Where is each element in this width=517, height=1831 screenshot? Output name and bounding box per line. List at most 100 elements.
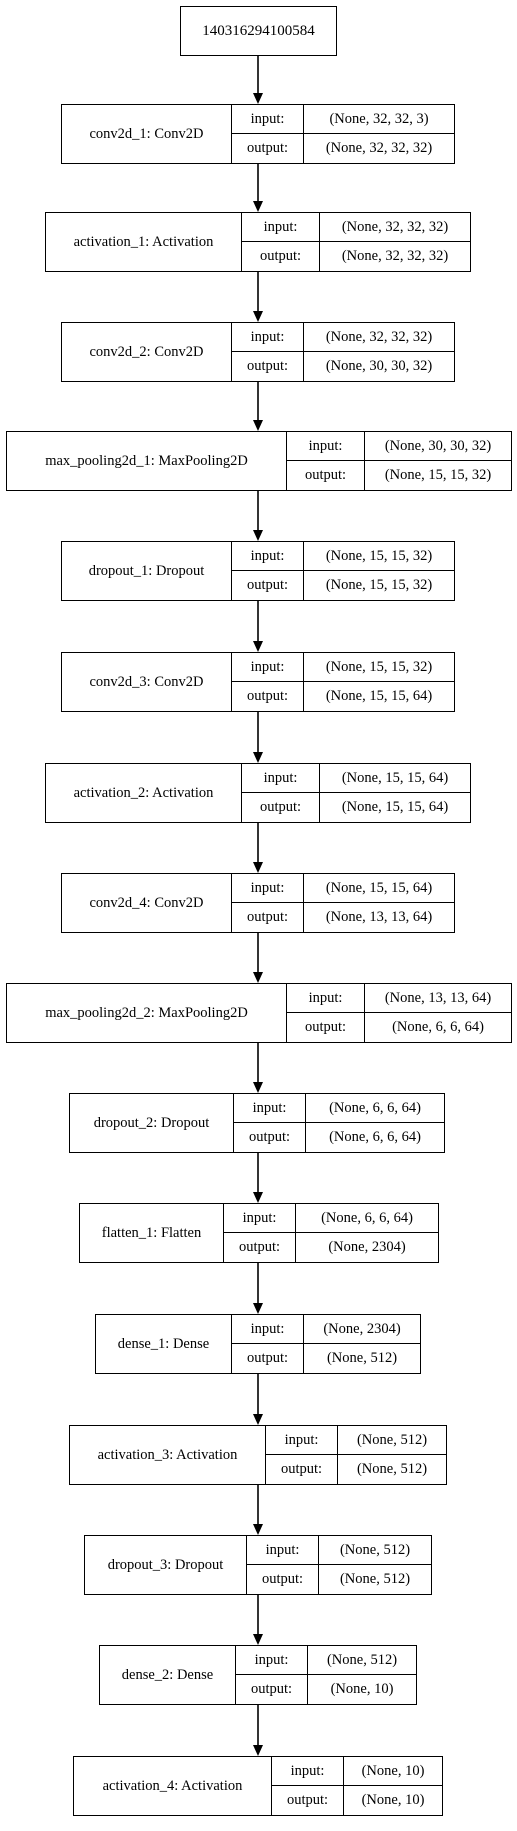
input-shape: (None, 30, 30, 32) [365, 432, 511, 461]
input-shape: (None, 6, 6, 64) [306, 1094, 444, 1123]
output-key: output: [232, 134, 304, 163]
input-shape: (None, 6, 6, 64) [296, 1204, 438, 1233]
arrow-head-icon [253, 93, 263, 104]
output-key: output: [232, 1344, 304, 1373]
layer-shape-table: input:(None, 2304)output:(None, 512) [232, 1315, 420, 1373]
layer-name: max_pooling2d_1: MaxPooling2D [7, 432, 287, 490]
output-shape: (None, 6, 6, 64) [392, 1019, 484, 1035]
output-key: output: [232, 352, 304, 381]
output-shape: (None, 15, 15, 64) [341, 799, 449, 815]
output-key: output: [242, 242, 320, 271]
input-shape: (None, 32, 32, 3) [304, 105, 454, 134]
layer-shape-table: input:(None, 30, 30, 32)output:(None, 15… [287, 432, 511, 490]
arrow-head-icon [253, 530, 263, 541]
input-shape: (None, 15, 15, 64) [304, 874, 454, 903]
layer-shape-table: input:(None, 15, 15, 32)output:(None, 15… [232, 542, 454, 600]
layer-name: max_pooling2d_2: MaxPooling2D [7, 984, 287, 1042]
arrow-head-icon [253, 1524, 263, 1535]
layer-name: activation_1: Activation [46, 213, 242, 271]
layer-name: conv2d_3: Conv2D [62, 653, 232, 711]
arrow-head-icon [253, 972, 263, 983]
input-key: input: [232, 1315, 304, 1344]
arrow-head-icon [253, 1414, 263, 1425]
output-shape: (None, 32, 32, 32) [325, 140, 433, 156]
layer-shape-table: input:(None, 32, 32, 32)output: (None, 30… [232, 323, 454, 381]
layer-name: dense_2: Dense [100, 1646, 236, 1704]
output-shape: (None, 30, 30, 32) [325, 358, 433, 374]
layer-name: activation_4: Activation [74, 1757, 272, 1815]
layer-shape-table: input:(None, 15, 15, 32)output:(None, 15… [232, 653, 454, 711]
arrow-head-icon [253, 862, 263, 873]
layer-name: dropout_1: Dropout [62, 542, 232, 600]
input-shape: (None, 2304) [304, 1315, 420, 1344]
layer-shape-table: input:(None, 10)output:(None, 10) [272, 1757, 442, 1815]
output-key: output: [247, 1565, 319, 1594]
layer-shape-table: input:(None, 512)output:(None, 10) [236, 1646, 416, 1704]
output-key: output: [224, 1233, 296, 1262]
layer-shape-table: input:(None, 32, 32, 3)output: (None, 32,… [232, 105, 454, 163]
arrow-head-icon [253, 1303, 263, 1314]
input-key: input: [247, 1536, 319, 1565]
arrow-head-icon [253, 1745, 263, 1756]
root-node: 140316294100584 [180, 6, 337, 56]
input-key: input: [242, 764, 320, 793]
arrow-head-icon [253, 752, 263, 763]
input-shape: (None, 512) [308, 1646, 416, 1675]
output-key: output: [232, 903, 304, 932]
layer-name: conv2d_2: Conv2D [62, 323, 232, 381]
input-shape: (None, 32, 32, 32) [304, 323, 454, 352]
output-shape: (None, 15, 15, 64) [325, 688, 433, 704]
input-key: input: [287, 984, 365, 1013]
input-key: input: [266, 1426, 338, 1455]
input-shape: (None, 32, 32, 32) [320, 213, 470, 242]
output-shape: (None, 13, 13, 64) [325, 909, 433, 925]
input-key: input: [232, 874, 304, 903]
output-shape: (None, 32, 32, 32) [341, 248, 449, 264]
arrow-head-icon [253, 201, 263, 212]
output-key: output: [287, 461, 365, 490]
output-shape: (None, 10) [361, 1792, 425, 1808]
output-key: output: [234, 1123, 306, 1152]
arrow-head-icon [253, 1634, 263, 1645]
layer-shape-table: input:(None, 15, 15, 64)output:(None, 15… [242, 764, 470, 822]
layer-shape-table: input:(None, 32, 32, 32)output:(None, 32… [242, 213, 470, 271]
output-shape: (None, 512) [339, 1571, 411, 1587]
input-shape: (None, 15, 15, 32) [304, 653, 454, 682]
output-key: output: [236, 1675, 308, 1704]
output-shape: (None, 512) [356, 1461, 428, 1477]
input-shape: (None, 13, 13, 64) [365, 984, 511, 1013]
arrow-head-icon [253, 641, 263, 652]
input-key: input: [236, 1646, 308, 1675]
input-key: input: [232, 323, 304, 352]
arrow-head-icon [253, 1082, 263, 1093]
output-shape: (None, 15, 15, 32) [384, 467, 492, 483]
layer-name: dropout_3: Dropout [85, 1536, 247, 1594]
output-key: output: [266, 1455, 338, 1484]
layer-name: activation_2: Activation [46, 764, 242, 822]
output-key: output: [272, 1786, 344, 1815]
input-shape: (None, 512) [319, 1536, 431, 1565]
layer-name: flatten_1: Flatten [80, 1204, 224, 1262]
input-shape: (None, 10) [344, 1757, 442, 1786]
output-key: output: [232, 571, 304, 600]
arrow-head-icon [253, 311, 263, 322]
layer-name: dropout_2: Dropout [70, 1094, 234, 1152]
input-key: input: [234, 1094, 306, 1123]
input-key: input: [224, 1204, 296, 1233]
input-key: input: [232, 105, 304, 134]
layer-shape-table: input:(None, 512)output:(None, 512) [247, 1536, 431, 1594]
